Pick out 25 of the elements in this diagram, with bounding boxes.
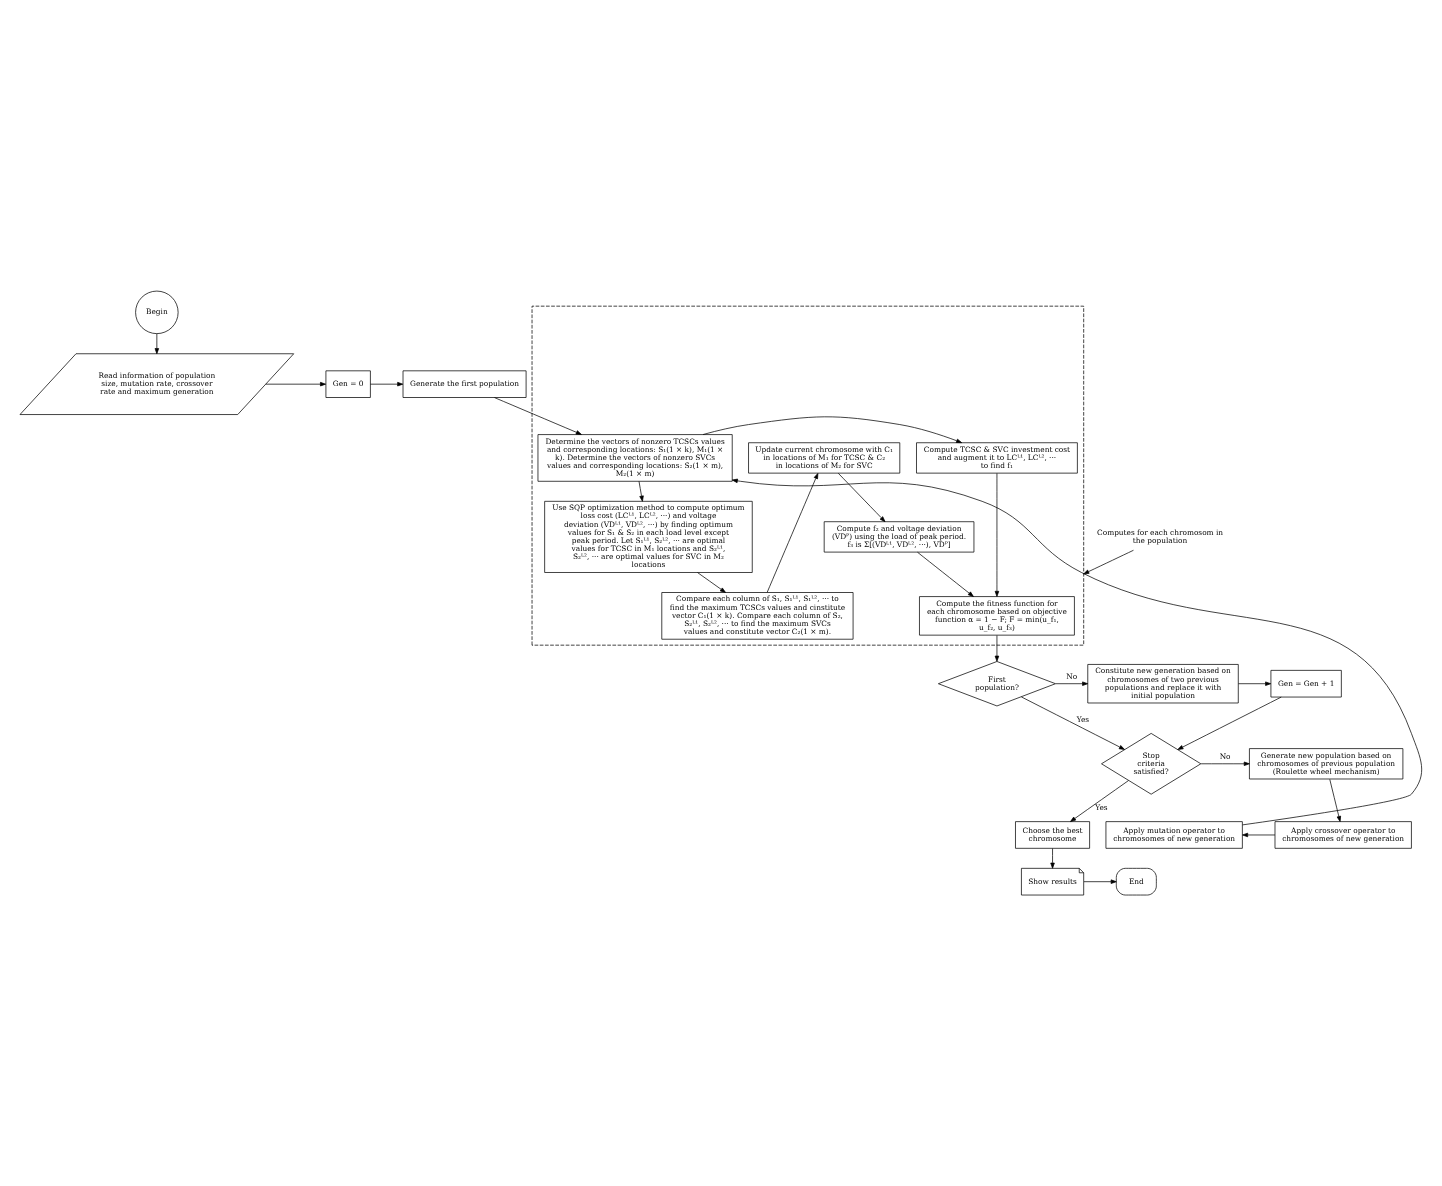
arrow bbox=[638, 480, 644, 502]
arrow bbox=[265, 381, 326, 387]
arrow bbox=[994, 473, 1000, 597]
arrow bbox=[1329, 778, 1341, 822]
arrow bbox=[154, 333, 160, 355]
arrow bbox=[1200, 761, 1250, 766]
arrow bbox=[731, 478, 1423, 826]
arrow bbox=[1238, 681, 1272, 686]
arrow bbox=[766, 473, 819, 593]
arrow bbox=[1242, 832, 1276, 838]
arrow bbox=[1177, 696, 1282, 750]
arrow bbox=[1070, 780, 1129, 822]
arrow bbox=[494, 397, 582, 435]
arrow bbox=[370, 381, 404, 387]
arrow bbox=[697, 572, 726, 593]
arrow bbox=[837, 472, 886, 522]
arrow bbox=[1083, 549, 1134, 575]
cluster bbox=[531, 305, 1085, 646]
arrow bbox=[1055, 681, 1089, 686]
arrow bbox=[1083, 879, 1117, 884]
arrow bbox=[994, 635, 1000, 662]
arrow bbox=[917, 551, 974, 597]
arrow bbox=[1021, 696, 1125, 750]
arrow bbox=[1050, 848, 1055, 869]
arrow bbox=[702, 416, 963, 444]
